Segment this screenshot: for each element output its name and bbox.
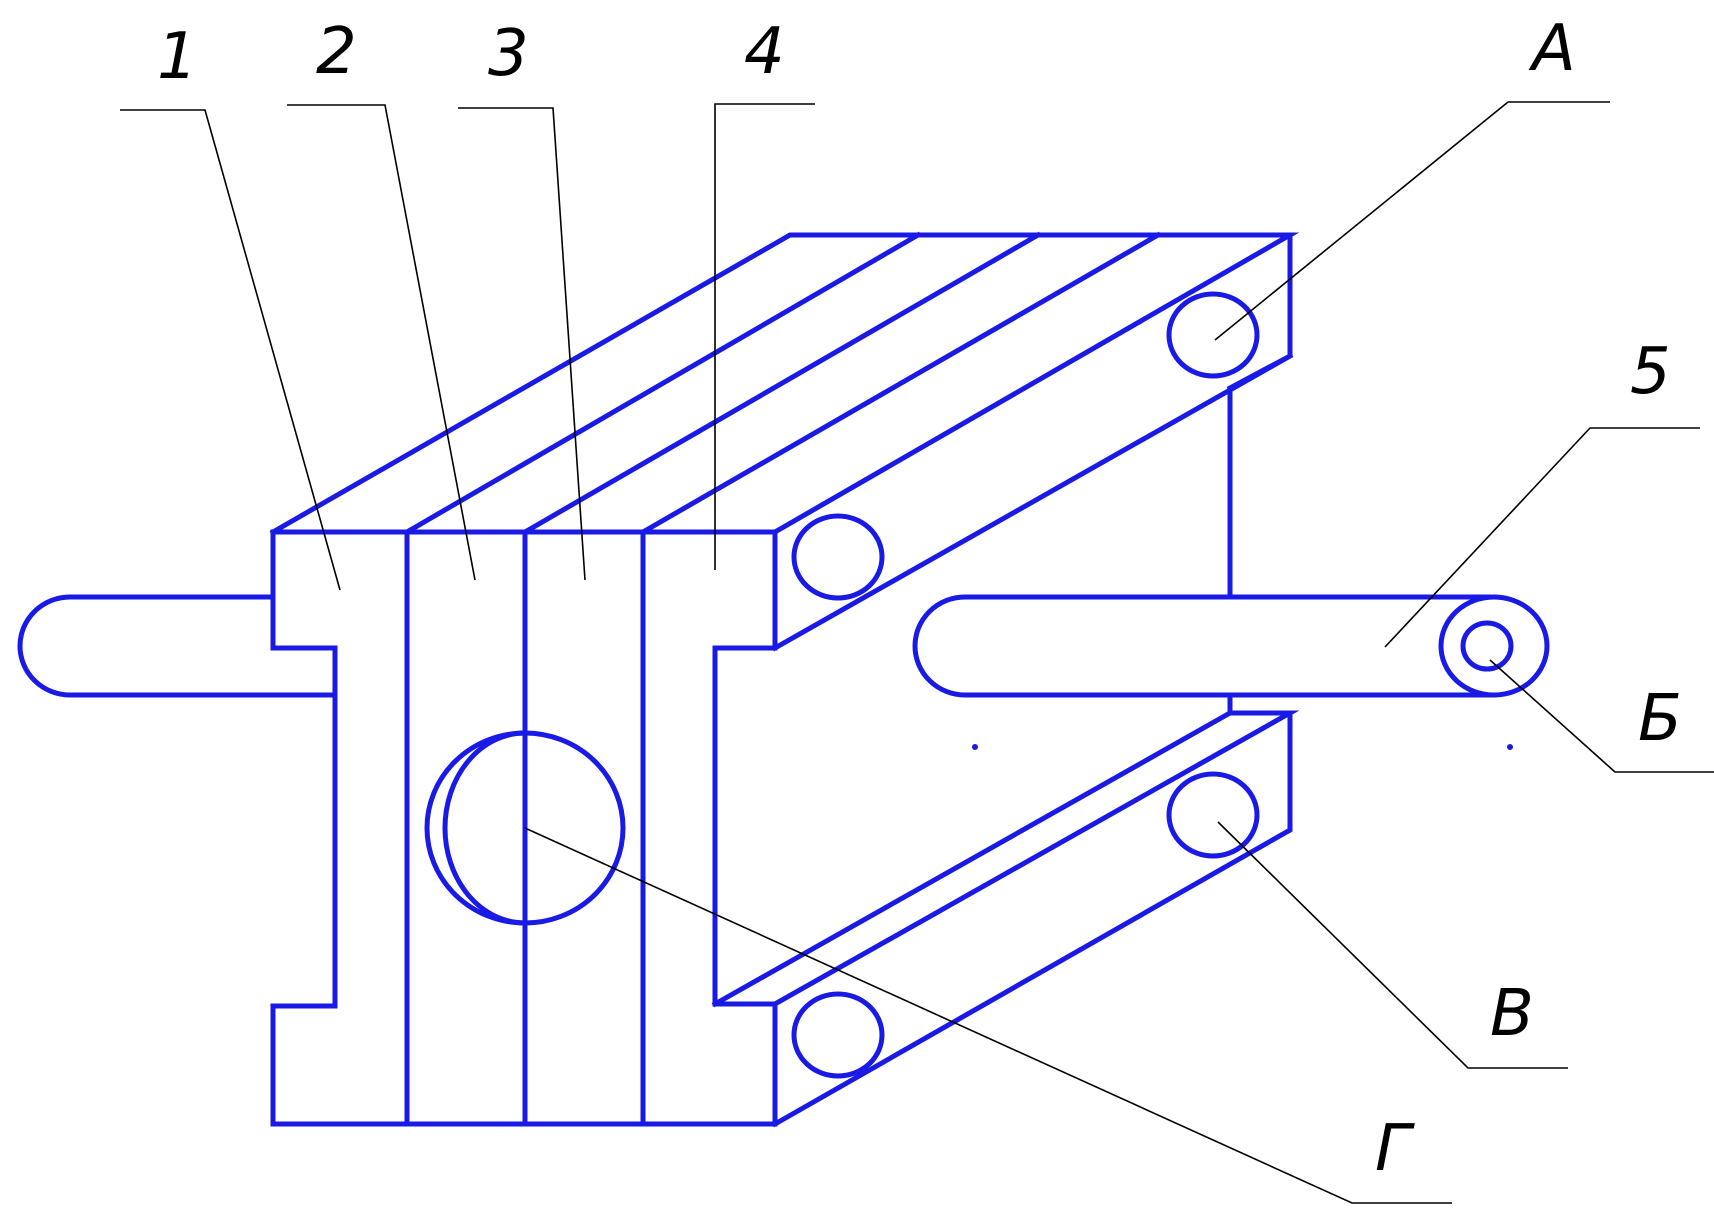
label-hole-b: Б: [1638, 682, 1682, 756]
leader-4: [714, 103, 815, 570]
leader-lines: [120, 101, 1714, 1204]
lower-arm-front: [771, 710, 1293, 1128]
pin-end-outer: [1438, 594, 1550, 698]
label-part-2: 2: [316, 15, 357, 89]
hole-upper-front: [791, 513, 885, 601]
leader-3: [458, 107, 586, 581]
label-part-1: 1: [157, 20, 198, 94]
callout-labels: 1 2 3 4 5 А Б В Г: [157, 12, 1682, 1186]
hole-lower-front: [791, 991, 885, 1079]
top-face-divider-1: [403, 231, 922, 536]
label-hole-a: А: [1528, 12, 1576, 86]
pin-end-inner: [1460, 620, 1514, 672]
assembly-outline: [17, 231, 1550, 1128]
left-prong: [17, 594, 338, 698]
hole-a: [1166, 291, 1260, 379]
dot-left: [972, 744, 978, 750]
leader-v: [1217, 821, 1568, 1069]
leader-b: [1489, 659, 1714, 773]
leader-a: [1214, 101, 1610, 341]
label-part-4: 4: [744, 15, 785, 89]
label-ball-g: Г: [1375, 1112, 1415, 1186]
dot-right: [1507, 744, 1513, 750]
label-part-3: 3: [488, 17, 529, 91]
leader-g: [524, 827, 1452, 1204]
part-5-pin: [912, 594, 1497, 698]
leader-2: [287, 104, 476, 581]
leader-5: [1384, 427, 1700, 648]
label-part-5: 5: [1630, 335, 1671, 409]
lower-arm: [711, 710, 1300, 1008]
ball-g-crescent: [442, 730, 528, 926]
upper-arm: [771, 232, 1294, 652]
leader-1: [120, 109, 341, 591]
hole-v: [1166, 771, 1260, 859]
label-hole-v: В: [1490, 977, 1534, 1051]
top-face-divider-3: [639, 231, 1162, 536]
part-1-front-face: [270, 529, 410, 1127]
top-face-divider-2: [521, 231, 1042, 536]
part-4-front-face: [640, 529, 778, 1127]
